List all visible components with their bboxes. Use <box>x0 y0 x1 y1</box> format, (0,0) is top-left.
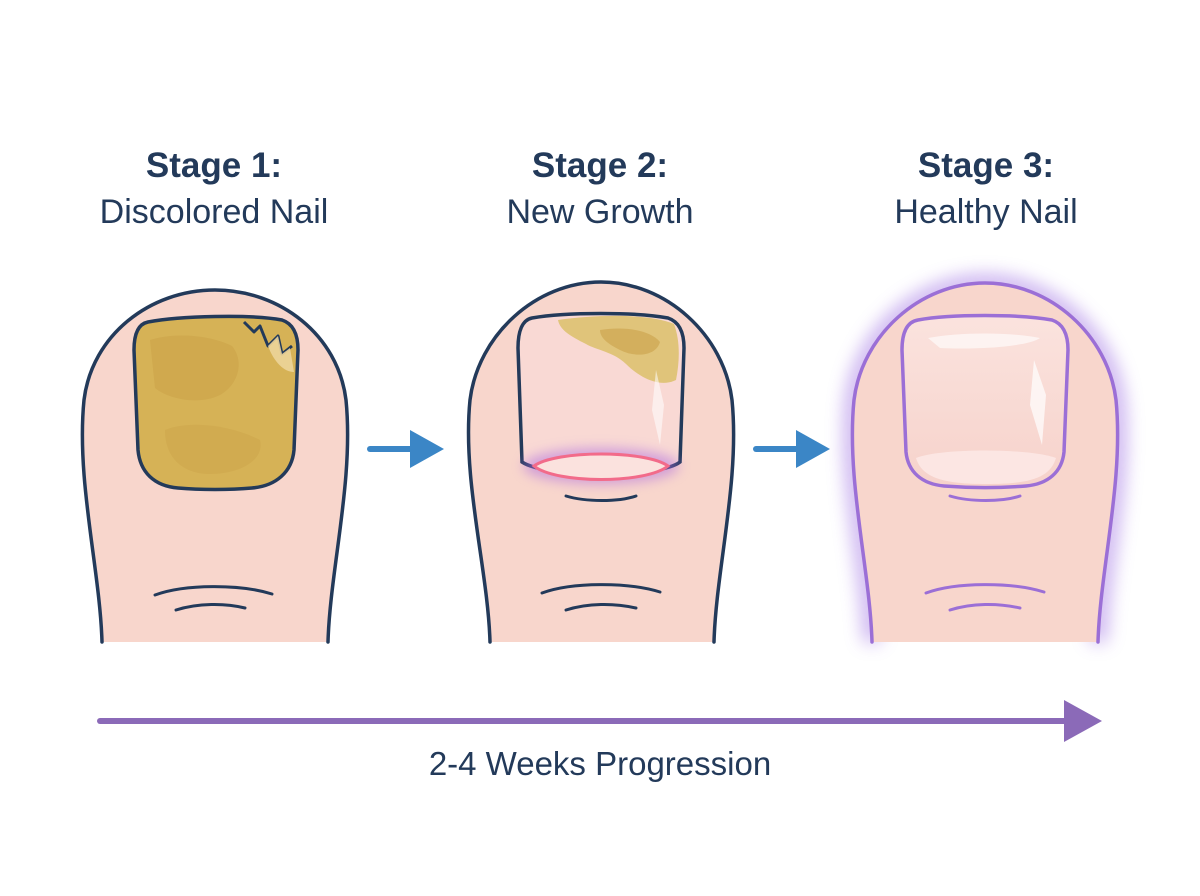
toe-2-new-growth-band <box>531 452 671 481</box>
toe-3-nail-tip <box>916 450 1056 484</box>
toe-3-nail <box>900 313 1070 490</box>
toe-discolored <box>80 288 350 644</box>
timeline-caption: 2-4 Weeks Progression <box>428 745 772 782</box>
stage-3-label: Stage 3: <box>917 146 1055 185</box>
toe-3-cuticle <box>948 494 1022 502</box>
toe-3-crease-bottom <box>948 602 1022 612</box>
stage-2-name: New Growth <box>506 193 694 231</box>
toe-2-remaining-discoloration <box>558 315 679 383</box>
stage-1-name: Discolored Nail <box>99 193 329 231</box>
toe-3-nail-highlight <box>928 333 1040 349</box>
stage-2-label: Stage 2: <box>531 146 669 185</box>
toe-2-cuticle <box>564 494 638 502</box>
step-arrow-2 <box>753 430 830 468</box>
toe-1-nail-stain <box>150 335 239 401</box>
toe-healthy <box>844 274 1126 644</box>
toe-3-nail-shine <box>1030 360 1046 445</box>
stage-1-title: Stage 1: Discolored Nail <box>44 143 384 235</box>
toe-new-growth <box>466 280 736 644</box>
stage-3-name: Healthy Nail <box>894 193 1078 231</box>
toe-1-nail-stain-2 <box>165 424 261 474</box>
timeline-arrow <box>97 700 1102 742</box>
toe-1-crack-chip <box>268 336 294 372</box>
step-arrow-1 <box>367 430 444 468</box>
toe-2-crease-bottom <box>564 602 638 612</box>
toe-2-shine <box>652 370 664 445</box>
stage-3-title: Stage 3: Healthy Nail <box>816 143 1156 235</box>
toe-2-stain-dark <box>600 328 660 355</box>
stage-1-label: Stage 1: <box>145 146 283 185</box>
toe-2-crease-top <box>540 583 662 595</box>
stage-2-title: Stage 2: New Growth <box>430 143 770 235</box>
toe-1-crease-bottom <box>174 602 247 612</box>
toe-1-crease-top <box>153 585 274 597</box>
toe-3-crease-top <box>924 583 1046 595</box>
